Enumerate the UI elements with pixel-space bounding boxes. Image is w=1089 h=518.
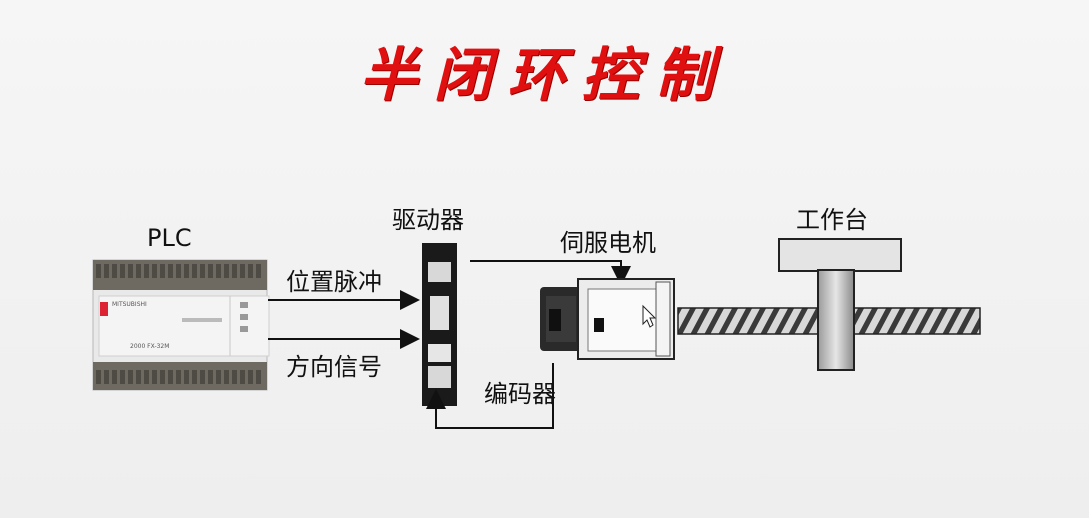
plc-terminal — [216, 370, 221, 384]
plc-model-text: 2000 FX-32M — [130, 343, 169, 350]
worktable — [778, 238, 902, 371]
plc-terminal — [168, 264, 173, 278]
plc-terminal — [256, 264, 261, 278]
plc-terminal — [200, 264, 205, 278]
plc-terminal — [144, 264, 149, 278]
plc-terminal — [240, 370, 245, 384]
plc-terminal — [120, 370, 125, 384]
plc-terminal — [208, 264, 213, 278]
plc-terminal — [136, 264, 141, 278]
encoder-feedback-arrow — [426, 363, 554, 429]
plc-terminal — [216, 264, 221, 278]
plc-terminal — [200, 370, 205, 384]
plc-terminal — [176, 370, 181, 384]
plc-terminal — [176, 264, 181, 278]
servo-motor — [540, 278, 675, 360]
plc-terminal — [232, 264, 237, 278]
plc-terminal — [144, 370, 149, 384]
plc-terminal — [120, 264, 125, 278]
plc-terminal — [152, 370, 157, 384]
plc-terminal — [136, 370, 141, 384]
plc-terminal — [112, 264, 117, 278]
plc-terminal — [248, 264, 253, 278]
driver-to-motor-arrow — [470, 260, 631, 286]
plc-brand-text: MITSUBISHI — [112, 301, 147, 308]
encoder-label: 编码器 — [484, 380, 556, 408]
plc-terminal — [160, 370, 165, 384]
direction-signal-label: 方向信号 — [286, 353, 382, 381]
plc-terminal — [128, 370, 133, 384]
servo-motor-label: 伺服电机 — [560, 229, 656, 257]
plc-terminal — [96, 370, 101, 384]
plc-terminal — [160, 264, 165, 278]
plc-terminal — [224, 264, 229, 278]
plc-terminal — [104, 370, 109, 384]
plc-terminal — [96, 264, 101, 278]
plc-terminal — [240, 264, 245, 278]
plc-terminal — [168, 370, 173, 384]
position-pulse-label: 位置脉冲 — [286, 268, 382, 296]
plc-terminal — [112, 370, 117, 384]
worktable-label: 工作台 — [796, 206, 868, 234]
plc-terminal — [232, 370, 237, 384]
plc-terminal — [128, 264, 133, 278]
driver-label: 驱动器 — [392, 206, 464, 234]
plc-terminal — [184, 264, 189, 278]
plc-terminal — [192, 370, 197, 384]
plc-terminal — [256, 370, 261, 384]
plc-label: PLC — [147, 224, 192, 252]
mouse-cursor-icon — [642, 304, 657, 328]
plc-terminal — [208, 370, 213, 384]
plc-terminal — [152, 264, 157, 278]
plc-terminal — [224, 370, 229, 384]
driver-unit — [422, 243, 457, 406]
plc-terminal — [104, 264, 109, 278]
plc-terminal — [184, 370, 189, 384]
plc-terminal — [192, 264, 197, 278]
plc-terminal — [248, 370, 253, 384]
plc-device: MITSUBISHI 2000 FX-32M — [92, 259, 270, 391]
slide-title: 半闭环控制 — [359, 41, 730, 109]
